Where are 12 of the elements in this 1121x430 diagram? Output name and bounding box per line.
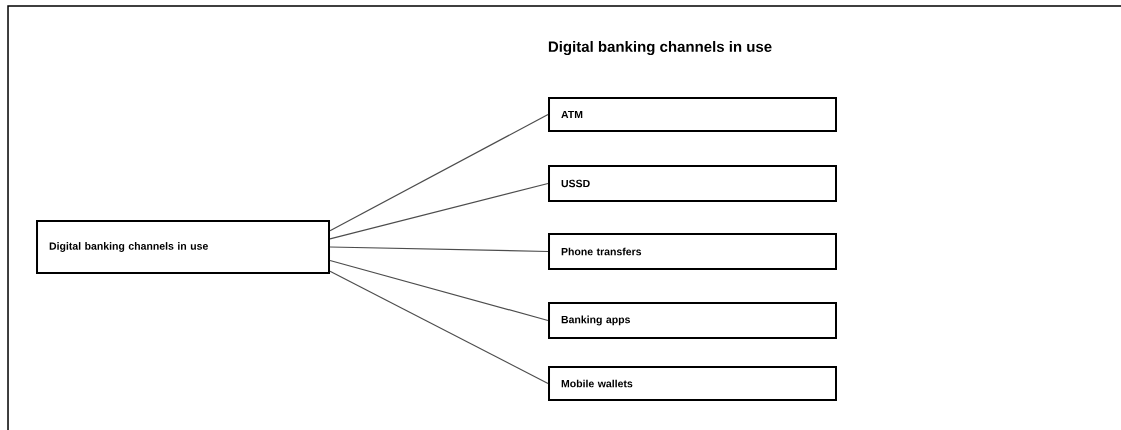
connector-line: [329, 259, 549, 322]
title: Digital banking channels in use: [548, 40, 772, 55]
channel-box: Banking apps: [548, 302, 837, 339]
channel-box: ATM: [548, 97, 837, 132]
connector-line: [329, 182, 549, 240]
connector-line: [329, 270, 549, 385]
channel-box: Phone transfers: [548, 233, 837, 270]
channel-box: USSD: [548, 165, 837, 202]
connector-line: [329, 113, 549, 232]
channel-box: Mobile wallets: [548, 366, 837, 401]
connector-line: [329, 246, 549, 253]
root-box: Digital banking channels in use: [36, 220, 330, 274]
